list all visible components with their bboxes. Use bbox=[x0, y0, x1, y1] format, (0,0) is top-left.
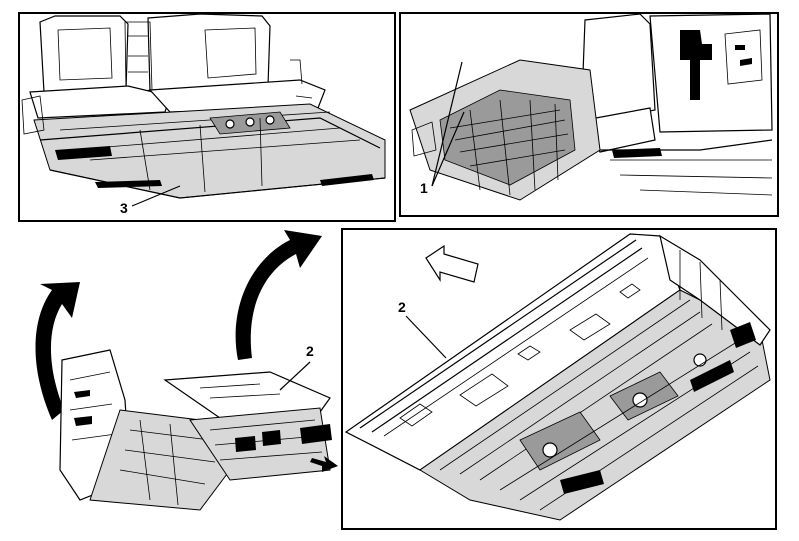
panel-tray-removal-view: 2 bbox=[35, 230, 338, 511]
callout-3: 3 bbox=[120, 200, 128, 216]
front-direction-arrow bbox=[425, 244, 479, 283]
direction-arrow-small bbox=[310, 456, 338, 472]
panel-seat-riser-view: 3 bbox=[18, 12, 396, 222]
storage-tray-lifted bbox=[163, 371, 332, 481]
seat-assembly-illustration bbox=[21, 13, 386, 199]
panel-rear-underseat-view: 1 bbox=[399, 12, 779, 217]
callout-2-left: 2 bbox=[306, 343, 314, 359]
rotation-arrow-left bbox=[35, 282, 80, 420]
panel-tray-detail-view: 2 bbox=[341, 228, 777, 530]
callout-2-right: 2 bbox=[398, 299, 406, 315]
storage-tray-illustration bbox=[344, 233, 771, 521]
seat-tilted-illustration bbox=[59, 349, 231, 511]
rear-seat-illustration bbox=[409, 13, 773, 201]
rotation-arrow-right bbox=[235, 230, 322, 360]
callout-1: 1 bbox=[420, 180, 428, 196]
